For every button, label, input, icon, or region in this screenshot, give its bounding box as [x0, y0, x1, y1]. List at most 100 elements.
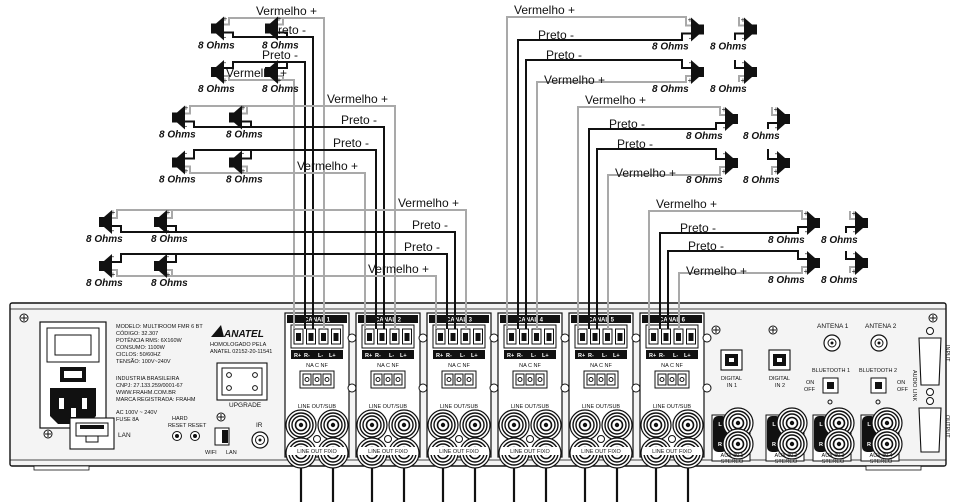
spec-line: AC 100V ~ 240V	[116, 410, 157, 416]
reset-button[interactable]	[190, 431, 200, 441]
spec-line: CICLOS: 50/60HZ	[116, 352, 161, 358]
nanc-label: NA C NF	[519, 363, 541, 369]
antenna-2-label: ANTENA 2	[865, 323, 897, 330]
black-wire	[767, 122, 777, 129]
channel-header	[358, 315, 418, 323]
plus-sign: +	[722, 105, 727, 114]
black-wire	[242, 150, 252, 160]
nanc-label: NA C NF	[661, 363, 683, 369]
power-inlet[interactable]	[39, 321, 107, 429]
black-wire-label: Preto -	[404, 240, 440, 254]
red-wire	[849, 211, 855, 220]
upgrade-port[interactable]: UPGRADE	[216, 362, 268, 409]
plus-sign: +	[223, 76, 228, 85]
aux-left-label: L	[718, 422, 722, 428]
ir-jack[interactable]	[251, 431, 269, 449]
output-label: OUTPUT	[944, 415, 950, 438]
red-wire	[242, 165, 248, 173]
bt1-off-label: OFF	[804, 387, 816, 393]
spec-line: INDUSTRIA BRASILEIRA	[116, 376, 180, 382]
bt2-on-label: ON	[897, 380, 905, 386]
impedance-label: 8 Ohms	[768, 235, 805, 246]
speaker-terminal[interactable]	[503, 324, 557, 349]
anatel-brand: ANATEL	[223, 329, 264, 340]
red-wire	[771, 107, 777, 116]
plus-sign: +	[277, 15, 282, 24]
bluetooth-2-switch[interactable]	[870, 377, 887, 394]
minus-sign: -	[242, 122, 245, 131]
terminal-label: R-	[375, 353, 381, 359]
lan-switch-label: LAN	[226, 450, 237, 456]
aux-label-2: STEREO	[721, 459, 744, 465]
terminal-label: R-	[446, 353, 452, 359]
line-out-fixo-label: LINE OUT FIXO	[297, 449, 337, 455]
screw-icon	[455, 435, 463, 443]
panel-foot-left	[33, 465, 90, 471]
line-out-sub-label: LINE OUT/SUB	[511, 404, 550, 410]
black-wire	[659, 226, 807, 329]
red-wire-label: Vermelho +	[585, 93, 646, 107]
terminal-label: L-	[673, 353, 678, 359]
speaker-icon	[229, 105, 242, 130]
speaker-terminal[interactable]	[645, 324, 699, 349]
black-wire	[845, 251, 855, 260]
minus-sign: -	[278, 58, 281, 67]
terminal-label: L+	[400, 353, 407, 359]
red-wire-label: Vermelho +	[514, 3, 575, 17]
speaker-icon	[691, 17, 704, 42]
terminal-label: L-	[460, 353, 465, 359]
bluetooth-1-switch[interactable]	[822, 377, 839, 394]
output-port[interactable]	[918, 397, 942, 453]
hard-reset-button[interactable]	[172, 431, 182, 441]
terminal-label: L+	[542, 353, 549, 359]
antenna-1-connector[interactable]	[823, 334, 841, 352]
impedance-label: 8 Ohms	[743, 131, 780, 142]
wifi-label: WIFI	[205, 450, 217, 456]
minus-sign: -	[224, 58, 227, 67]
red-wire	[738, 75, 744, 82]
red-wire	[278, 75, 284, 80]
line-out-sub-label: LINE OUT/SUB	[653, 404, 692, 410]
anatel-line-2: ANATEL 02152-20-11541	[210, 349, 272, 355]
wifi-lan-switch[interactable]	[214, 427, 230, 446]
digital-in-1-port[interactable]	[720, 349, 743, 371]
minus-sign: -	[742, 58, 745, 67]
speaker-terminal[interactable]	[290, 324, 344, 349]
black-wire	[278, 31, 288, 37]
red-wire-label: Vermelho +	[656, 197, 717, 211]
plus-sign: +	[166, 208, 171, 217]
speaker-terminal[interactable]	[432, 324, 486, 349]
speaker-terminal[interactable]	[574, 324, 628, 349]
antenna-2-connector[interactable]	[870, 334, 888, 352]
aux-right-label: R	[772, 442, 776, 448]
digital-in-2-port[interactable]	[768, 349, 791, 371]
red-wire-label: Vermelho +	[327, 92, 388, 106]
input-port[interactable]	[918, 327, 942, 396]
terminal-label: L+	[684, 353, 691, 359]
black-wire	[224, 31, 314, 329]
screw-icon	[19, 313, 29, 323]
speaker-icon	[855, 251, 868, 275]
red-wire	[506, 16, 691, 329]
screw-icon	[768, 325, 778, 335]
hard-reset-label-1: HARD	[172, 416, 188, 422]
terminal-label: R-	[517, 353, 523, 359]
speaker-icon	[99, 254, 112, 278]
speaker-terminal[interactable]	[361, 324, 415, 349]
minus-sign: -	[185, 122, 188, 131]
lan-port[interactable]: LAN	[69, 417, 131, 450]
minus-sign: -	[742, 34, 745, 43]
black-wire-label: Preto -	[688, 239, 724, 253]
speaker-icon	[99, 210, 112, 234]
spec-line: MARCA REGISTRADA: FRAHM	[116, 397, 196, 403]
aux-label-2: STEREO	[870, 459, 893, 465]
